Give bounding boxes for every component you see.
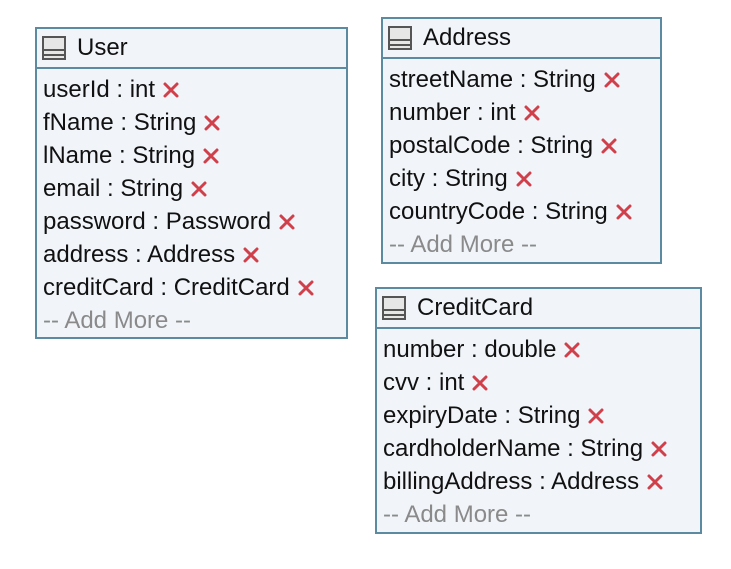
attribute-text[interactable]: creditCard : CreditCard bbox=[43, 273, 290, 301]
add-more-button[interactable]: -- Add More -- bbox=[383, 500, 532, 528]
attribute-row[interactable]: expiryDate : String bbox=[383, 399, 700, 432]
delete-x-icon[interactable] bbox=[278, 213, 296, 231]
attribute-text[interactable]: fName : String bbox=[43, 108, 197, 136]
attribute-row[interactable]: creditCard : CreditCard bbox=[43, 271, 346, 304]
delete-x-icon[interactable] bbox=[203, 114, 221, 132]
attribute-list: userId : int fName : String lName : Stri… bbox=[37, 69, 346, 337]
attribute-text[interactable]: number : int bbox=[389, 98, 516, 126]
class-title[interactable]: CreditCard bbox=[417, 294, 534, 321]
attribute-row[interactable]: password : Password bbox=[43, 205, 346, 238]
delete-x-icon[interactable] bbox=[471, 374, 489, 392]
attribute-text[interactable]: city : String bbox=[389, 164, 508, 192]
delete-x-icon[interactable] bbox=[523, 104, 541, 122]
class-box-user[interactable]: User userId : int fName : String lName :… bbox=[35, 27, 348, 339]
attribute-row[interactable]: number : double bbox=[383, 333, 700, 366]
attribute-row[interactable]: number : int bbox=[389, 96, 660, 129]
class-header-user[interactable]: User bbox=[37, 29, 346, 69]
attribute-row[interactable]: city : String bbox=[389, 162, 660, 195]
attribute-text[interactable]: lName : String bbox=[43, 141, 196, 169]
attribute-row[interactable]: cvv : int bbox=[383, 366, 700, 399]
attribute-row[interactable]: lName : String bbox=[43, 139, 346, 172]
attribute-text[interactable]: expiryDate : String bbox=[383, 401, 581, 429]
delete-x-icon[interactable] bbox=[515, 170, 533, 188]
delete-x-icon[interactable] bbox=[615, 203, 633, 221]
attribute-row[interactable]: countryCode : String bbox=[389, 195, 660, 228]
attribute-text[interactable]: countryCode : String bbox=[389, 197, 608, 225]
delete-x-icon[interactable] bbox=[202, 147, 220, 165]
attribute-row[interactable]: fName : String bbox=[43, 106, 346, 139]
add-more-button[interactable]: -- Add More -- bbox=[389, 230, 538, 258]
attribute-text[interactable]: password : Password bbox=[43, 207, 272, 235]
attribute-text[interactable]: userId : int bbox=[43, 75, 156, 103]
delete-x-icon[interactable] bbox=[600, 137, 618, 155]
class-title[interactable]: Address bbox=[423, 24, 512, 51]
class-table-icon bbox=[382, 296, 406, 320]
add-more-button[interactable]: -- Add More -- bbox=[43, 306, 192, 334]
delete-x-icon[interactable] bbox=[587, 407, 605, 425]
attribute-list: streetName : String number : int postalC… bbox=[383, 59, 660, 261]
delete-x-icon[interactable] bbox=[190, 180, 208, 198]
class-table-icon bbox=[42, 36, 66, 60]
attribute-text[interactable]: postalCode : String bbox=[389, 131, 594, 159]
class-table-icon bbox=[388, 26, 412, 50]
class-header-address[interactable]: Address bbox=[383, 19, 660, 59]
delete-x-icon[interactable] bbox=[297, 279, 315, 297]
delete-x-icon[interactable] bbox=[242, 246, 260, 264]
attribute-list: number : double cvv : int expiryDate : S… bbox=[377, 329, 700, 531]
attribute-text[interactable]: billingAddress : Address bbox=[383, 467, 640, 495]
attribute-text[interactable]: cardholderName : String bbox=[383, 434, 644, 462]
attribute-text[interactable]: number : double bbox=[383, 335, 557, 363]
class-header-creditcard[interactable]: CreditCard bbox=[377, 289, 700, 329]
attribute-row[interactable]: postalCode : String bbox=[389, 129, 660, 162]
attribute-row[interactable]: cardholderName : String bbox=[383, 432, 700, 465]
class-box-creditcard[interactable]: CreditCard number : double cvv : int exp… bbox=[375, 287, 702, 534]
attribute-row[interactable]: address : Address bbox=[43, 238, 346, 271]
delete-x-icon[interactable] bbox=[162, 81, 180, 99]
class-box-address[interactable]: Address streetName : String number : int… bbox=[381, 17, 662, 264]
delete-x-icon[interactable] bbox=[563, 341, 581, 359]
delete-x-icon[interactable] bbox=[646, 473, 664, 491]
class-title[interactable]: User bbox=[77, 34, 128, 61]
attribute-text[interactable]: address : Address bbox=[43, 240, 236, 268]
attribute-text[interactable]: email : String bbox=[43, 174, 184, 202]
attribute-text[interactable]: streetName : String bbox=[389, 65, 596, 93]
delete-x-icon[interactable] bbox=[650, 440, 668, 458]
attribute-row[interactable]: email : String bbox=[43, 172, 346, 205]
attribute-row[interactable]: billingAddress : Address bbox=[383, 465, 700, 498]
attribute-row[interactable]: streetName : String bbox=[389, 63, 660, 96]
attribute-row[interactable]: userId : int bbox=[43, 73, 346, 106]
attribute-text[interactable]: cvv : int bbox=[383, 368, 465, 396]
delete-x-icon[interactable] bbox=[603, 71, 621, 89]
